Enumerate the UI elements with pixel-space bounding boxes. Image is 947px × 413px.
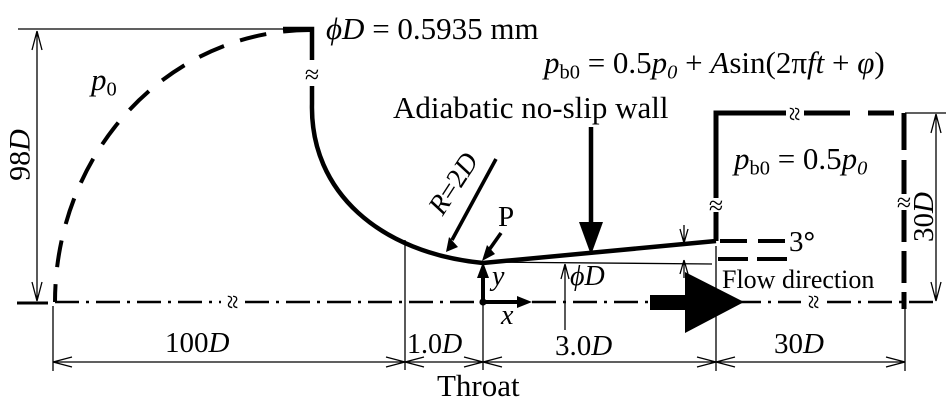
break-symbol: ≈ — [780, 107, 809, 121]
divergence-angle-construction — [482, 225, 790, 278]
break-symbol: ≈ — [218, 295, 247, 309]
outlet-boundary — [804, 110, 907, 309]
dim-outlet-height: 30D — [907, 192, 940, 242]
adiabatic-wall-label: Adiabatic no-slip wall — [393, 90, 669, 125]
flow-direction-label: Flow direction — [722, 265, 875, 294]
dimension-lines — [17, 28, 946, 371]
coordinate-axes — [477, 262, 532, 308]
inlet-pressure-label: p0 — [91, 62, 117, 101]
annotation-arrows — [446, 127, 603, 261]
y-axis-label: y — [492, 261, 505, 292]
probe-point-label: P — [498, 201, 515, 233]
outlet-steady-pressure-label: pb0 = 0.5p0 — [734, 141, 868, 180]
dim-inlet-length: 100D — [165, 327, 230, 359]
outlet-unsteady-pressure-equation: pb0 = 0.5p0 + Asin(2πft + φ) — [544, 45, 885, 84]
dim-inlet-height: 98D — [3, 129, 37, 181]
break-symbol: ≈ — [305, 60, 319, 89]
dim-convergent-length: 1.0D — [407, 329, 463, 360]
divergence-angle-label: 3° — [789, 226, 816, 258]
flow-arrow — [650, 272, 744, 333]
break-symbol: ≈ — [709, 191, 723, 220]
far-field-inlet-boundary-arc — [53, 28, 311, 303]
throat-diameter-equation: ϕD = 0.5935 mm — [326, 11, 539, 46]
origin-dot — [479, 298, 487, 306]
throat-label: Throat — [437, 368, 520, 403]
break-symbol: ≈ — [799, 295, 828, 309]
break-symbol: ≈ — [897, 188, 911, 217]
dim-outlet-length: 30D — [774, 328, 824, 360]
x-axis-label: x — [501, 300, 514, 331]
throat-diameter-dim-label: ϕD — [570, 261, 605, 292]
dim-divergent-length: 3.0D — [555, 330, 613, 362]
